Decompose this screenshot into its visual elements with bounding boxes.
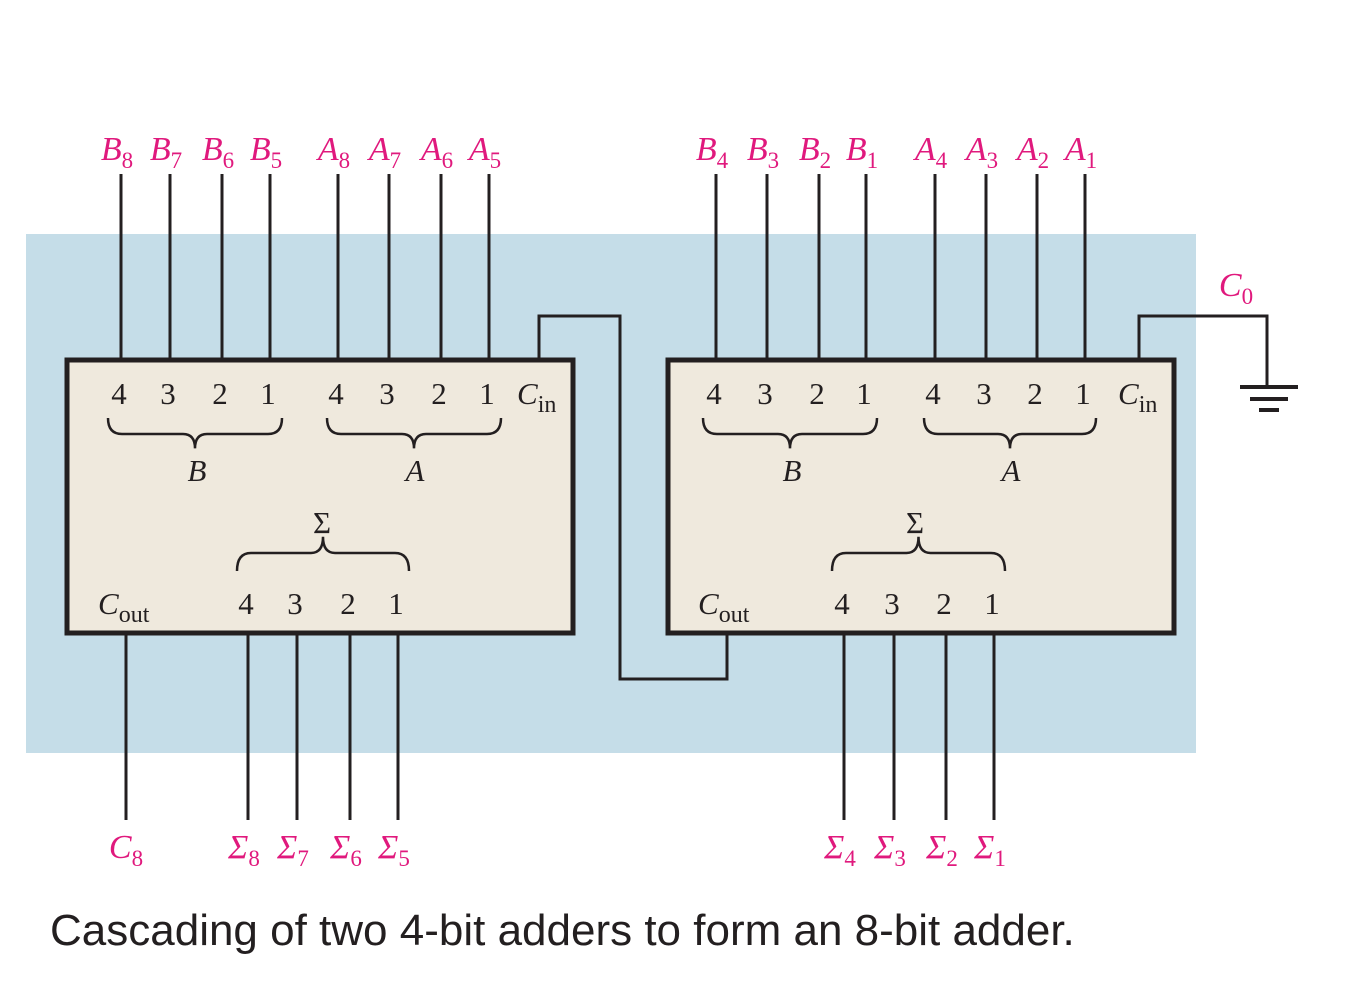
pin-number-a-high: 4	[328, 376, 344, 411]
carry-out-label-high: C8	[109, 829, 143, 871]
group-label-a-low: A	[1000, 453, 1022, 488]
pin-number-b-low: 2	[809, 376, 825, 411]
sum-label-high: Σ5	[377, 829, 410, 871]
pin-number-sum-high: 4	[238, 586, 254, 621]
pin-number-b-low: 1	[856, 376, 872, 411]
sum-label-low: Σ2	[925, 829, 958, 871]
input-label-a-high: A7	[367, 131, 401, 173]
pin-number-a-high: 1	[479, 376, 495, 411]
brace-b-high	[106, 417, 284, 449]
figure-caption: Cascading of two 4-bit adders to form an…	[50, 906, 1075, 955]
pin-number-a-low: 1	[1075, 376, 1091, 411]
group-label-sum-high: Σ	[313, 505, 331, 540]
pin-number-a-low: 4	[925, 376, 941, 411]
brace-sum-low	[830, 536, 1007, 572]
group-label-b-low: B	[783, 453, 802, 488]
c0-wire	[1137, 314, 1269, 386]
brace-a-low	[922, 417, 1098, 449]
pin-number-sum-low: 3	[884, 586, 900, 621]
cin-label-low: Cin	[1118, 376, 1157, 418]
pin-number-sum-high: 2	[340, 586, 356, 621]
pin-number-sum-low: 4	[834, 586, 850, 621]
adder-block-high	[64, 357, 576, 636]
sum-label-high: Σ6	[329, 829, 362, 871]
group-label-sum-low: Σ	[906, 505, 924, 540]
group-label-a-high: A	[404, 453, 426, 488]
cout-label-low: Cout	[698, 586, 750, 628]
input-label-b-low: B2	[799, 131, 831, 173]
sum-label-low: Σ4	[823, 829, 856, 871]
input-label-b-low: B1	[846, 131, 878, 173]
pin-number-b-high: 3	[160, 376, 176, 411]
brace-b-low	[701, 417, 879, 449]
cin-label-high: Cin	[517, 376, 556, 418]
input-label-b-high: B6	[202, 131, 234, 173]
pin-number-a-high: 2	[431, 376, 447, 411]
pin-number-a-low: 2	[1027, 376, 1043, 411]
input-label-a-low: A4	[913, 131, 948, 173]
sum-label-low: Σ3	[873, 829, 906, 871]
pin-number-sum-low: 2	[936, 586, 952, 621]
input-label-b-high: B5	[250, 131, 282, 173]
carry-link-wire	[537, 314, 729, 681]
brace-sum-high	[235, 536, 411, 572]
input-label-a-low: A3	[964, 131, 998, 173]
adder-block-low	[665, 357, 1177, 636]
input-label-b-low: B3	[747, 131, 779, 173]
input-label-a-low: A2	[1015, 131, 1049, 173]
pin-number-a-high: 3	[379, 376, 395, 411]
pin-number-sum-high: 1	[388, 586, 404, 621]
sum-label-high: Σ7	[276, 829, 309, 871]
pin-number-a-low: 3	[976, 376, 992, 411]
pin-number-sum-high: 3	[287, 586, 303, 621]
input-label-b-high: B7	[150, 131, 182, 173]
input-label-a-high: A6	[419, 131, 453, 173]
cout-label-high: Cout	[98, 586, 150, 628]
pin-number-sum-low: 1	[984, 586, 1000, 621]
pin-number-b-high: 1	[260, 376, 276, 411]
pin-number-b-low: 3	[757, 376, 773, 411]
pin-number-b-high: 2	[212, 376, 228, 411]
pin-number-b-high: 4	[111, 376, 127, 411]
c0-label: C0	[1219, 267, 1253, 309]
group-label-b-high: B	[188, 453, 207, 488]
input-label-b-high: B8	[101, 131, 133, 173]
brace-a-high	[325, 417, 503, 449]
input-label-b-low: B4	[696, 131, 729, 173]
input-label-a-low: A1	[1063, 131, 1097, 173]
input-label-a-high: A8	[316, 131, 350, 173]
sum-label-low: Σ1	[973, 829, 1006, 871]
pin-number-b-low: 4	[706, 376, 722, 411]
input-label-a-high: A5	[467, 131, 501, 173]
sum-label-high: Σ8	[227, 829, 260, 871]
